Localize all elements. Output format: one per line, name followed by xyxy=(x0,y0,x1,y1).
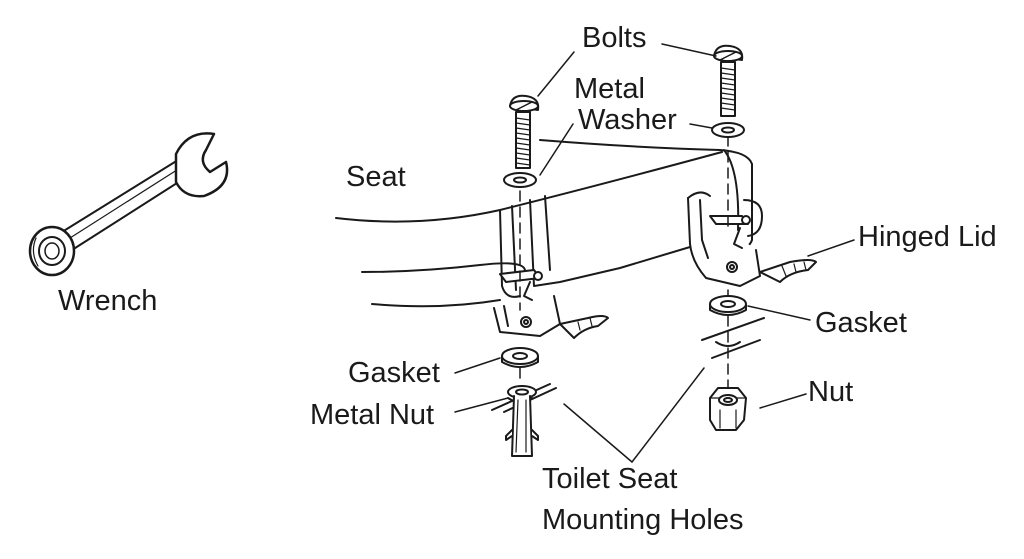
left-bolt-icon xyxy=(509,94,540,169)
metal-nut-icon xyxy=(505,385,539,457)
leader-bolts-right xyxy=(661,43,717,57)
label-seat: Seat xyxy=(346,161,406,193)
right-metal-washer-icon xyxy=(711,122,745,138)
label-bolts: Bolts xyxy=(582,22,647,54)
leader-gasket-left xyxy=(454,357,501,374)
right-bolt-icon xyxy=(713,44,744,117)
label-hinged-lid: Hinged Lid xyxy=(858,221,997,253)
label-washer: Washer xyxy=(578,104,677,136)
label-toilet-seat: Toilet Seat xyxy=(542,463,678,495)
leader-washer-right xyxy=(689,123,713,129)
leader-hinged-lid xyxy=(807,239,855,257)
label-mounting-holes: Mounting Holes xyxy=(542,504,744,536)
leader-mounting-right xyxy=(631,367,705,463)
left-gasket-icon xyxy=(501,347,539,368)
label-wrench: Wrench xyxy=(58,285,158,317)
label-metal-nut: Metal Nut xyxy=(310,399,435,431)
label-nut: Nut xyxy=(808,376,854,408)
leader-nut xyxy=(759,393,807,409)
left-metal-washer-icon xyxy=(503,172,537,188)
label-gasket-right: Gasket xyxy=(815,307,907,339)
leader-mounting-left xyxy=(563,403,633,463)
label-gasket-left: Gasket xyxy=(348,357,440,389)
leader-metal-nut xyxy=(454,397,509,413)
leader-gasket-right xyxy=(747,305,811,321)
right-gasket-icon xyxy=(709,295,747,316)
leader-bolts-left xyxy=(537,51,575,97)
right-mounting-hole-icon xyxy=(701,317,765,359)
label-metal: Metal xyxy=(574,73,645,105)
wrench-icon xyxy=(28,132,229,277)
leader-lines xyxy=(454,43,855,463)
nut-icon xyxy=(709,387,747,431)
leader-washer-left xyxy=(539,123,574,176)
